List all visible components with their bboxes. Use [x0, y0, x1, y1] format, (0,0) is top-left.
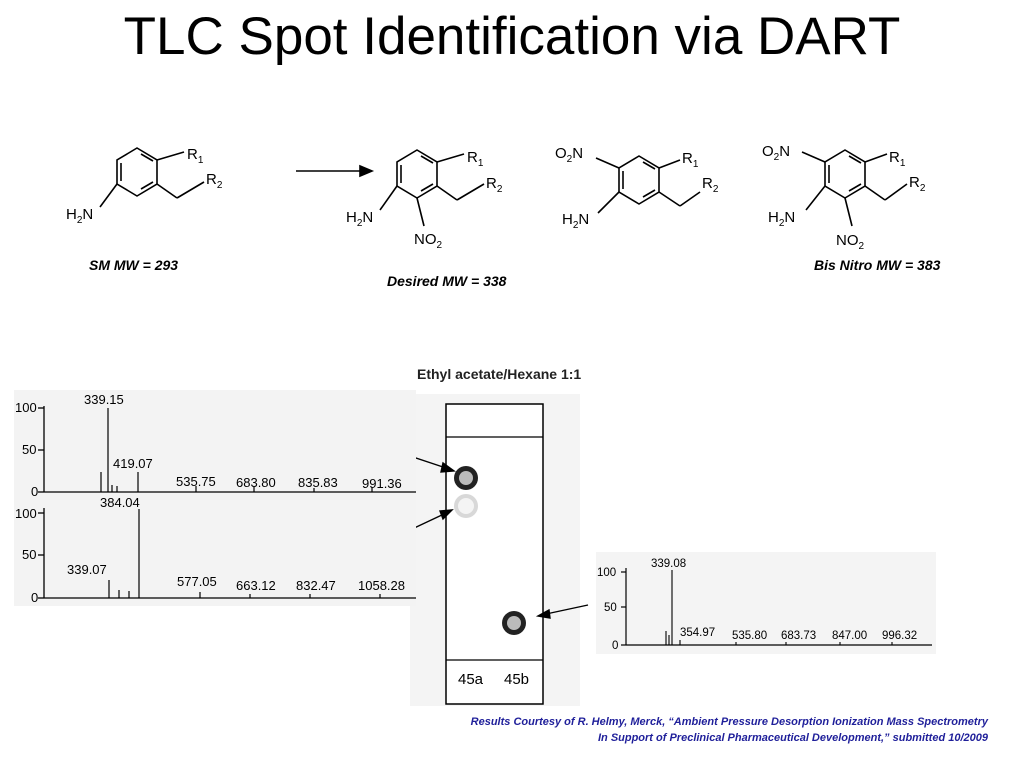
spectra-right-background: [596, 552, 936, 654]
credit-line-2: In Support of Preclinical Pharmaceutical…: [597, 732, 988, 744]
spectrum-right-peak: 354.97: [680, 627, 715, 639]
spectrum-middle-peak: 339.07: [67, 562, 107, 577]
tlc-lane-b-label: 45b: [504, 671, 530, 688]
spectrum-middle-ytick-50: 50: [22, 547, 36, 562]
reaction-arrow: [296, 164, 375, 178]
spectrum-right-peak: 683.73: [781, 630, 816, 642]
spectrum-right-peak: 535.80: [732, 630, 767, 642]
spectrum-top-ytick-50: 50: [22, 442, 36, 457]
isomer-r1-label: R1: [682, 150, 699, 170]
spot-45a-lower: [454, 494, 478, 518]
spectrum-top-ytick-100: 100: [15, 400, 37, 415]
bis-nitro-mw-label: Bis Nitro MW = 383: [814, 257, 941, 273]
tlc-plate: [445, 403, 544, 705]
desired-r1-label: R1: [467, 149, 484, 169]
credit-note: Results Courtesy of R. Helmy, Merck, “Am…: [471, 714, 988, 746]
spectrum-top-peak: 835.83: [298, 475, 338, 490]
sm-r1-label: R1: [187, 146, 204, 166]
reaction-scheme: R1 R2 H2N R1 R2 H2N NO2 R1 R2 H2N O2N R1…: [66, 143, 926, 252]
sm-mw-label: SM MW = 293: [89, 257, 179, 273]
bis-nitro-structure: [801, 149, 908, 227]
spectrum-right-peak: 996.32: [882, 630, 917, 642]
spectrum-top-base-peak: 339.15: [84, 392, 124, 407]
bis-r1-label: R1: [889, 149, 906, 169]
spectrum-middle-ytick-0: 0: [31, 590, 38, 605]
spectrum-middle-peak: 832.47: [296, 578, 336, 593]
spectra-left-background: [14, 390, 416, 606]
spectrum-middle-peak: 663.12: [236, 578, 276, 593]
spot-45a-upper: [454, 466, 478, 490]
spectrum-middle-ytick-100: 100: [15, 506, 37, 521]
spectrum-top-peak: 419.07: [113, 456, 153, 471]
bis-amine-label: H2N: [768, 209, 795, 229]
spectrum-middle-base-peak: 384.04: [100, 495, 140, 510]
spot-45b: [502, 611, 526, 635]
spectrum-top-peak: 991.36: [362, 476, 402, 491]
spectrum-top-peak: 683.80: [236, 475, 276, 490]
sm-r2-label: R2: [206, 171, 223, 191]
spectrum-top: 100 50 0 339.15 419.07 535.75 683.80 835…: [15, 392, 416, 499]
isomer-o2n-label: O2N: [555, 145, 583, 165]
desired-amine-label: H2N: [346, 209, 373, 229]
sm-amine-label: H2N: [66, 206, 93, 226]
desired-r2-label: R2: [486, 175, 503, 195]
isomer-structure: [595, 155, 701, 214]
spectrum-middle-peak: 1058.28: [358, 578, 405, 593]
desired-structure: [379, 149, 485, 227]
tlc-solvent-label: Ethyl acetate/Hexane 1:1: [417, 366, 582, 382]
sm-structure: [99, 147, 205, 208]
bis-r2-label: R2: [909, 174, 926, 194]
bis-nitro-label: NO2: [836, 232, 865, 252]
spectrum-middle-peak: 577.05: [177, 574, 217, 589]
isomer-r2-label: R2: [702, 175, 719, 195]
spectrum-right-base-peak: 339.08: [651, 558, 686, 570]
spectrum-middle: 100 50 0 384.04 339.07 577.05 663.12 832…: [15, 495, 416, 605]
spectrum-right-ytick-0: 0: [612, 640, 618, 652]
spectrum-right-peak: 847.00: [832, 630, 867, 642]
desired-mw-label: Desired MW = 338: [387, 273, 507, 289]
page-title: TLC Spot Identification via DART: [123, 7, 901, 66]
desired-nitro-label: NO2: [414, 231, 443, 251]
spectrum-right: 100 50 0 339.08 354.97 535.80 683.73 847…: [597, 558, 932, 652]
credit-line-1: Results Courtesy of R. Helmy, Merck, “Am…: [470, 716, 988, 728]
spectrum-right-ytick-100: 100: [597, 567, 616, 579]
tlc-lane-a-label: 45a: [458, 671, 484, 688]
spectrum-right-ytick-50: 50: [604, 602, 617, 614]
spectrum-top-peak: 535.75: [176, 474, 216, 489]
bis-o2n-label: O2N: [762, 143, 790, 163]
spectrum-top-ytick-0: 0: [31, 484, 38, 499]
isomer-amine-label: H2N: [562, 211, 589, 231]
